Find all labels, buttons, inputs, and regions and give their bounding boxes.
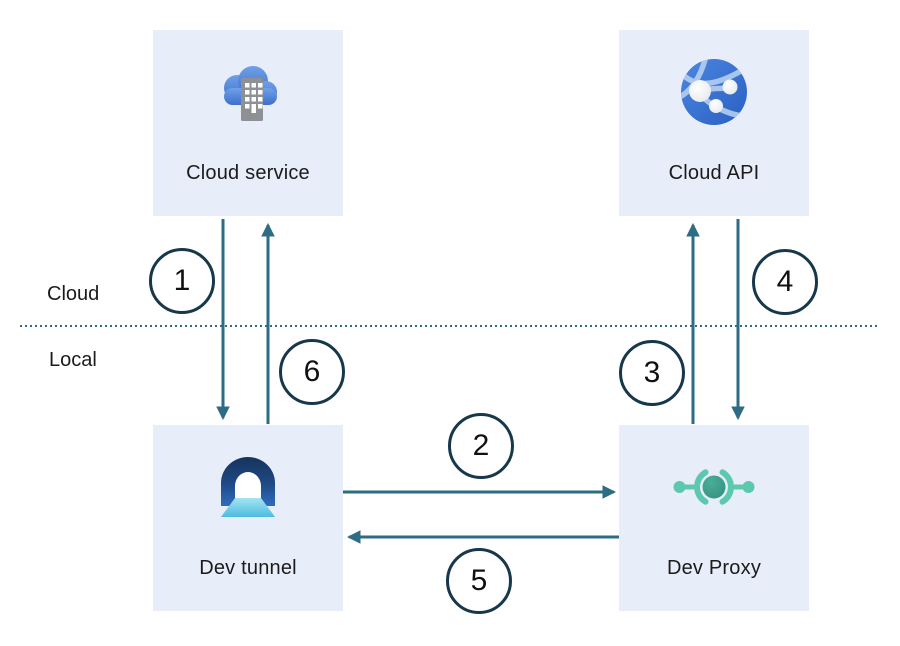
step-badge-3: 3 <box>619 340 685 406</box>
step-badge-6: 6 <box>279 339 345 405</box>
node-label-dev-tunnel: Dev tunnel <box>199 557 297 579</box>
cloud-service-icon <box>216 58 280 126</box>
zone-label-cloud: Cloud <box>47 283 100 305</box>
node-cloud-service: Cloud service <box>153 30 343 216</box>
step-badge-2: 2 <box>448 413 514 479</box>
node-cloud-api: Cloud API <box>619 30 809 216</box>
dev-tunnel-icon <box>219 453 277 521</box>
cloud-api-icon <box>680 58 748 126</box>
node-dev-tunnel: Dev tunnel <box>153 425 343 611</box>
node-label-cloud-api: Cloud API <box>668 162 760 184</box>
node-label-cloud-service: Cloud service <box>186 162 310 184</box>
node-dev-proxy: Dev Proxy <box>619 425 809 611</box>
node-label-dev-proxy: Dev Proxy <box>666 557 762 579</box>
dev-proxy-icon <box>672 453 756 521</box>
step-badge-4: 4 <box>752 249 818 315</box>
zone-label-local: Local <box>49 349 97 371</box>
step-badge-5: 5 <box>446 548 512 614</box>
step-badge-1: 1 <box>149 248 215 314</box>
